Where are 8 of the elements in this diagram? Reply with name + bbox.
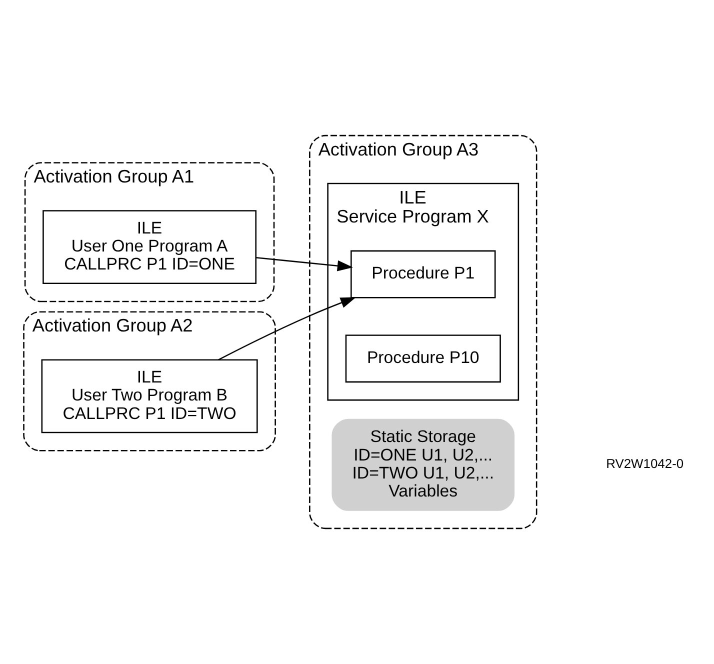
arrow — [256, 257, 353, 272]
node-box: Procedure P1 — [350, 250, 496, 298]
node-box: Static Storage ID=ONE U1, U2,... ID=TWO U1, U2,... Variables — [332, 418, 515, 511]
node-box: ILE User One Program A CALLPRC P1 ID=ONE — [42, 210, 256, 284]
node-box: ILE User Two Program B CALLPRC P1 ID=TWO — [41, 359, 258, 434]
label: RV2W1042-0 — [606, 456, 684, 472]
node-box: Procedure P10 — [345, 334, 501, 383]
arrow — [218, 297, 356, 360]
